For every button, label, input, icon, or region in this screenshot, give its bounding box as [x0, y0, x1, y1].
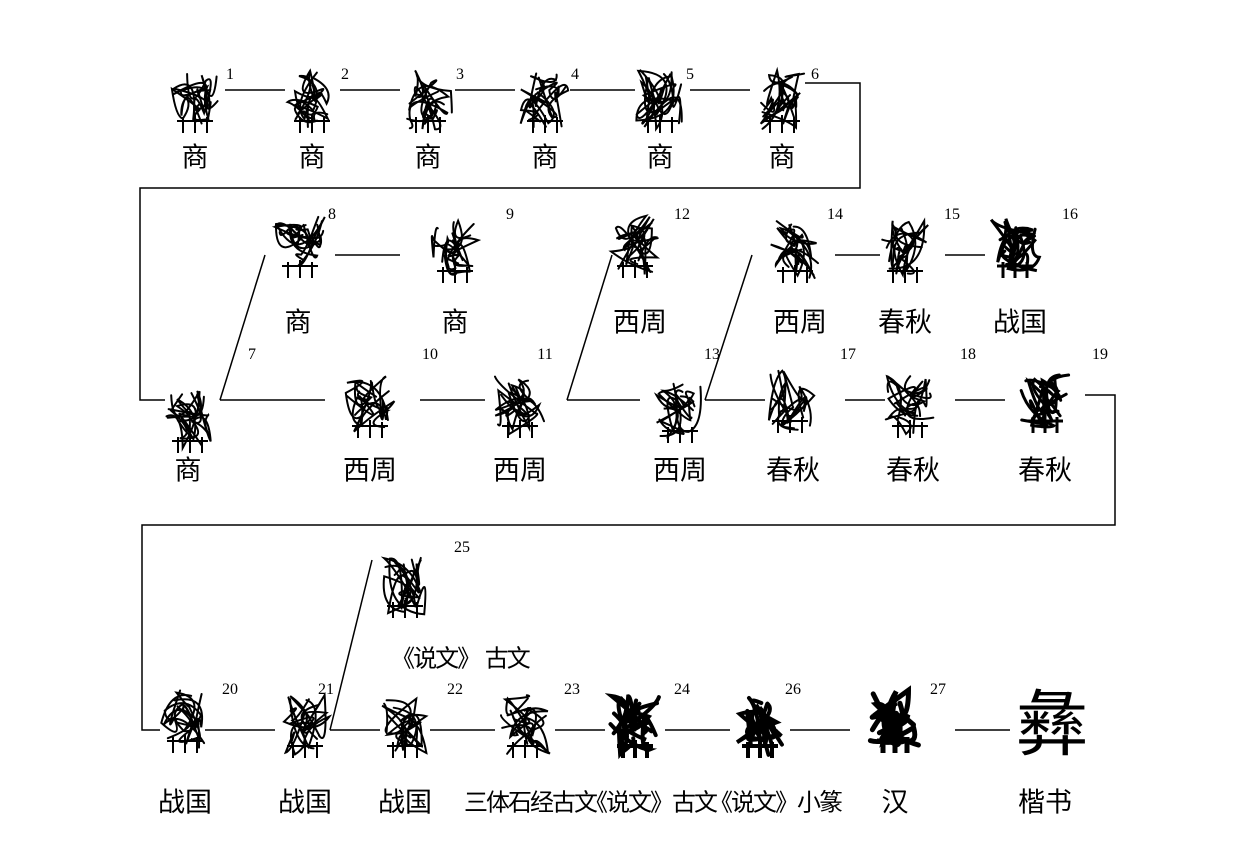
node-label: 商	[531, 142, 559, 174]
node-label: 春秋	[886, 455, 940, 487]
ancient-glyph-5	[635, 69, 683, 133]
ancient-glyph-15	[881, 217, 929, 283]
node-label: 春秋	[878, 307, 932, 339]
node-number: 26	[785, 681, 801, 698]
ancient-glyph-6	[759, 66, 806, 133]
node-number: 1	[226, 66, 234, 83]
node-label: 春秋	[766, 455, 820, 487]
node-number: 7	[248, 346, 256, 363]
node-label: 战国	[158, 787, 212, 819]
ancient-glyph-10	[344, 375, 396, 438]
node-label: 汉	[881, 787, 909, 819]
kaishu-glyph: 彝	[1015, 682, 1089, 767]
node-label: 商	[646, 142, 674, 174]
node-label: 西周	[773, 307, 827, 339]
ancient-glyph-11	[494, 375, 545, 438]
ancient-glyph-19	[1019, 373, 1071, 433]
node-number: 18	[960, 346, 976, 363]
node-label: 西周	[493, 455, 547, 487]
node-number: 6	[811, 66, 819, 83]
ancient-glyph-27	[867, 685, 921, 753]
node-label: 商	[284, 307, 312, 339]
node-label: 西周	[613, 307, 667, 339]
ancient-glyph-12	[608, 214, 661, 278]
ancient-glyph-24	[605, 693, 661, 760]
node-label: 《说文》古文	[584, 788, 718, 817]
node-number: 2	[341, 66, 349, 83]
node-number: 14	[827, 206, 843, 223]
node-label: 战国	[993, 307, 1047, 339]
node-label: 三体石经古文	[464, 788, 598, 817]
node-number: 3	[456, 66, 464, 83]
node-number: 11	[537, 346, 553, 363]
ancient-glyph-16	[989, 218, 1042, 278]
ancient-glyph-14	[770, 220, 819, 283]
node-label: 商	[414, 142, 442, 174]
node-label: 商	[768, 142, 796, 174]
node-number: 23	[564, 681, 580, 698]
node-label-kaishu: 楷书	[1018, 787, 1072, 819]
node-number: 20	[222, 681, 238, 698]
ancient-glyph-23	[500, 694, 551, 758]
ancient-glyph-22	[381, 696, 429, 758]
ancient-glyph-17	[767, 369, 816, 433]
node-label: 春秋	[1018, 455, 1072, 487]
node-label: 西周	[343, 455, 397, 487]
node-number: 12	[674, 206, 690, 223]
node-label: 商	[174, 455, 202, 487]
node-number: 10	[422, 346, 438, 363]
ancient-glyph-4	[519, 72, 570, 133]
node-number: 16	[1062, 206, 1078, 223]
node-label: 商	[181, 142, 209, 174]
node-number: 24	[674, 681, 690, 698]
ancient-glyph-2	[285, 68, 330, 133]
node-number: 17	[840, 346, 856, 363]
node-number: 22	[447, 681, 463, 698]
node-number: 19	[1092, 346, 1108, 363]
node-label: 《说文》 古文	[391, 644, 531, 673]
node-number: 4	[571, 66, 579, 83]
ancient-glyph-21	[282, 691, 333, 758]
node-number: 15	[944, 206, 960, 223]
node-number: 9	[506, 206, 514, 223]
ancient-glyph-9	[430, 218, 482, 283]
node-label: 战国	[378, 787, 432, 819]
node-number: 13	[704, 346, 720, 363]
node-label: 商	[441, 307, 469, 339]
node-number: 5	[686, 66, 694, 83]
ancient-glyph-20	[160, 689, 206, 753]
node-label: 西周	[653, 455, 707, 487]
ancient-glyph-3	[406, 69, 453, 133]
node-number: 21	[318, 681, 334, 698]
node-number: 8	[328, 206, 336, 223]
node-label: 《说文》小篆	[709, 788, 843, 817]
node-number: 25	[454, 539, 470, 556]
ancient-glyph-7	[165, 390, 212, 453]
node-label: 战国	[278, 787, 332, 819]
ancient-glyph-18	[884, 374, 935, 438]
ancient-glyph-26	[735, 696, 784, 758]
node-number: 27	[930, 681, 946, 698]
ancient-glyph-25	[380, 556, 427, 618]
ancient-glyph-8	[271, 215, 326, 278]
ancient-glyph-1	[170, 73, 219, 133]
ancient-glyph-13	[653, 382, 702, 443]
node-label: 商	[298, 142, 326, 174]
